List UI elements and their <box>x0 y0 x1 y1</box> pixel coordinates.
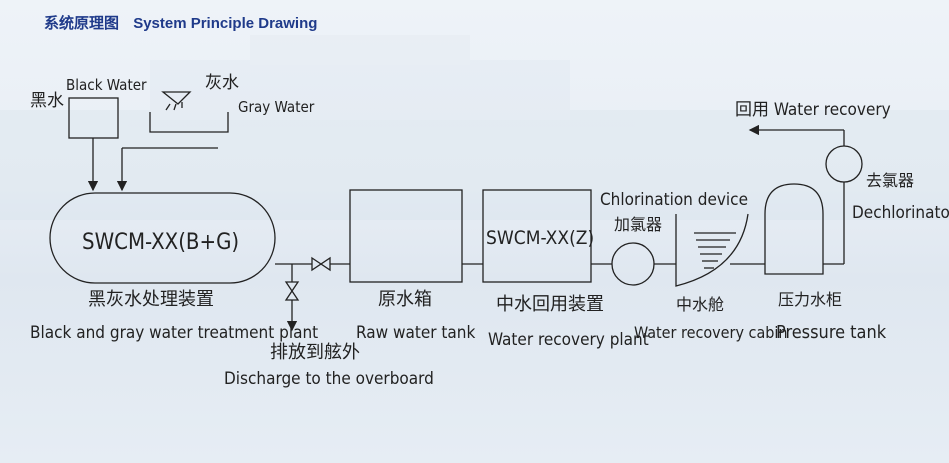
treatment-plant-capsule <box>49 192 276 284</box>
swcm-bg-label: SWCM-XX(B+G) <box>82 230 239 255</box>
gray-water-basin <box>149 112 229 133</box>
valve-horizontal-icon <box>311 256 331 272</box>
pressure-en: Pressure tank <box>776 322 887 343</box>
water-recovery-plant <box>482 189 592 283</box>
chlorination-en: Chlorination device <box>600 190 748 210</box>
title-en: System Principle Drawing <box>133 15 318 32</box>
recovery-out-label: 回用 Water recovery <box>735 100 891 120</box>
water-recovery-cabin <box>675 213 749 287</box>
dechlor-en: Dechlorinator <box>852 203 949 223</box>
swcm-z-label: SWCM-XX(Z) <box>486 227 594 249</box>
black-water-cn: 黑水 <box>30 91 64 111</box>
ship-background <box>0 35 949 220</box>
valve-vertical-icon <box>284 281 300 301</box>
cabin-cn: 中水舱 <box>676 295 724 314</box>
dechlor-cn: 去氯器 <box>866 171 914 190</box>
raw-tank-en: Raw water tank <box>356 323 475 343</box>
chlorination-device <box>611 242 655 286</box>
discharge-en: Discharge to the overboard <box>224 369 434 389</box>
cabin-en: Water recovery cabin <box>634 323 788 342</box>
page-title: 系统原理图 System Principle Drawing <box>44 12 327 33</box>
gray-water-en: Gray Water <box>238 98 315 116</box>
black-water-en: Black Water <box>66 76 147 94</box>
gray-water-cn: 灰水 <box>205 73 239 93</box>
recovery-plant-en: Water recovery plant <box>488 330 649 350</box>
pressure-cn: 压力水柜 <box>778 290 842 309</box>
raw-tank-cn: 原水箱 <box>378 289 432 310</box>
pressure-tank <box>764 183 824 275</box>
recovery-plant-cn: 中水回用装置 <box>496 294 604 315</box>
discharge-cn: 排放到舷外 <box>270 342 360 363</box>
treatment-en: Black and gray water treatment plant <box>30 323 318 343</box>
chlorination-cn: 加氯器 <box>614 215 662 234</box>
treatment-cn: 黑灰水处理装置 <box>88 289 214 310</box>
raw-water-tank <box>349 189 463 283</box>
title-cn: 系统原理图 <box>44 15 120 32</box>
shower-icon <box>161 91 192 105</box>
